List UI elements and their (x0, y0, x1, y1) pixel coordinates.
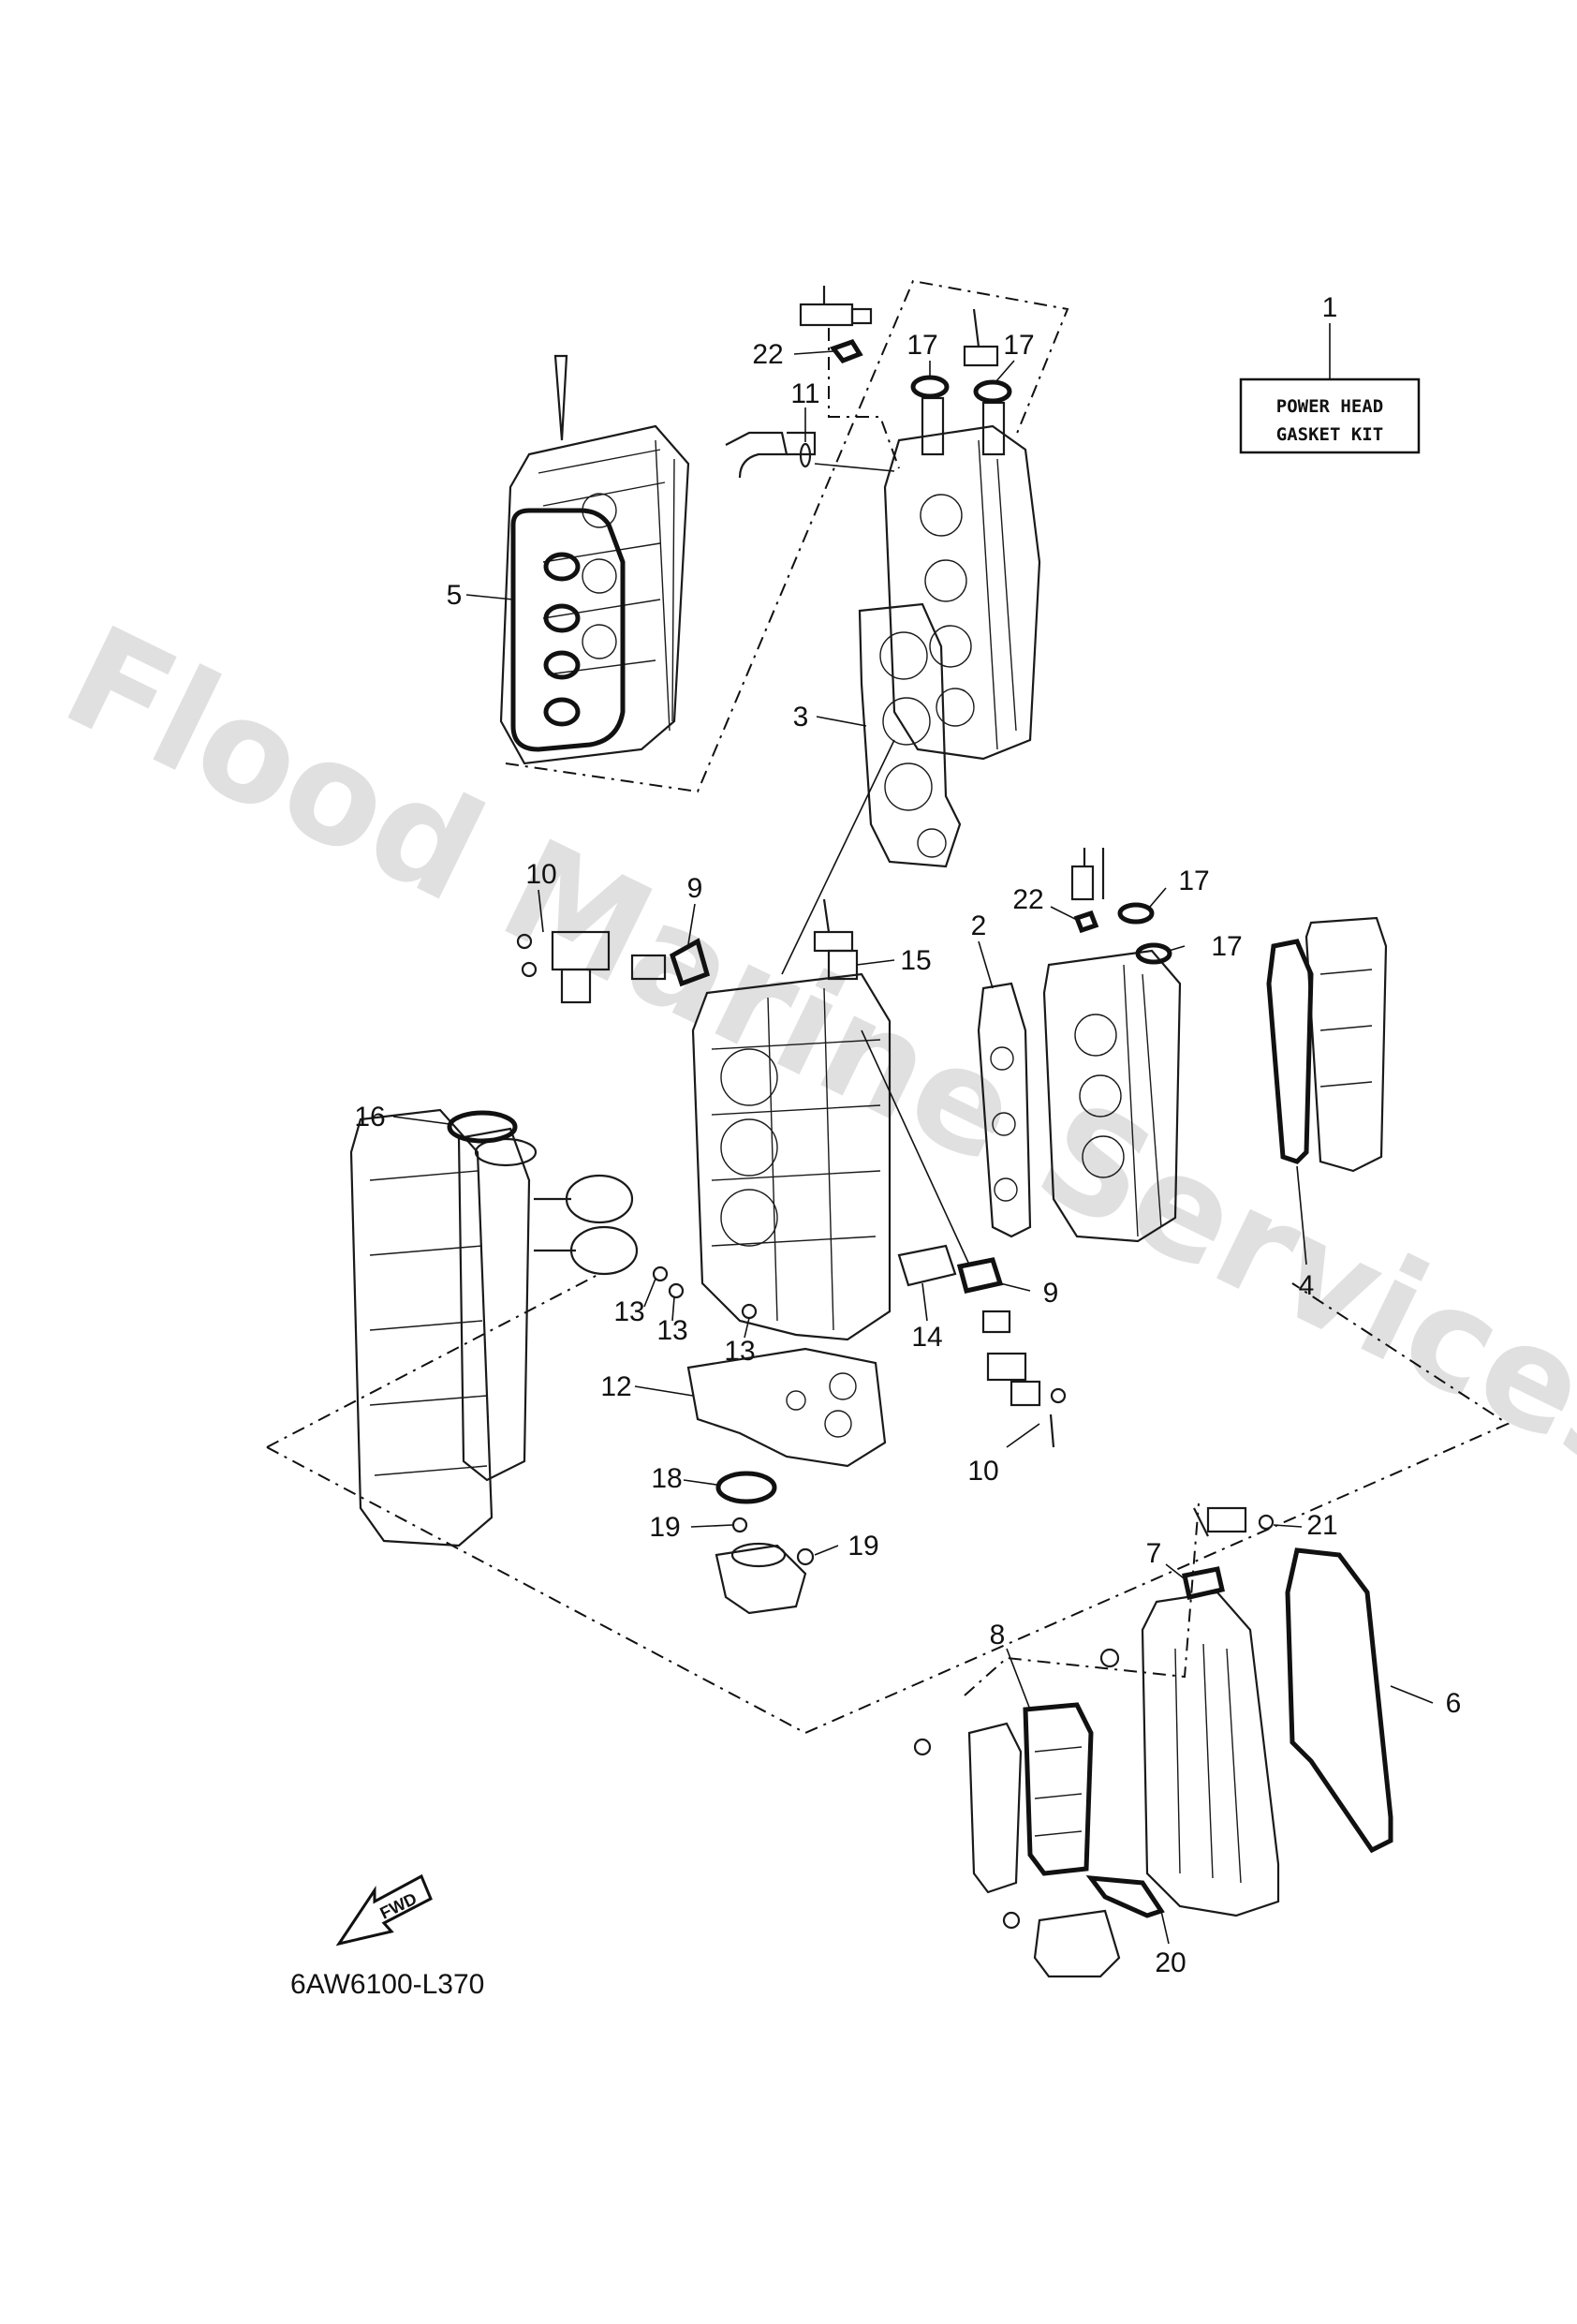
group-outlines (266, 279, 1511, 1735)
callout-1: 1 (1322, 292, 1338, 323)
callout-5: 5 (447, 580, 463, 611)
oil-seal-17b (973, 379, 1012, 404)
watermark: Flood Marine Services (41, 596, 1577, 1510)
cover-plate-8 (913, 1702, 1094, 1894)
cylinder-head-upper-left (499, 354, 690, 765)
gasket-14 (897, 1244, 957, 1287)
cam-cover-gasket-4 (1266, 939, 1314, 1164)
callout-16: 16 (354, 1102, 385, 1132)
callout-14: 14 (911, 1322, 942, 1353)
diagram-code: 6AW6100-L370 (290, 1969, 484, 2000)
callout-11: 11 (790, 378, 819, 409)
fitting-7 (1182, 1506, 1247, 1601)
crankshaft-pistons (457, 1127, 639, 1482)
callout-10b: 10 (967, 1456, 998, 1487)
oil-seal-17c (1117, 902, 1155, 925)
pump-20 (1002, 1875, 1165, 1978)
thermostat-assembly-top (516, 930, 711, 1004)
fwd-arrow: FWD (335, 1873, 433, 1947)
callout-12: 12 (600, 1371, 631, 1402)
callout-9b: 9 (1043, 1278, 1059, 1309)
head-gasket-2 (977, 982, 1032, 1238)
callout-15: 15 (900, 945, 931, 976)
o-rings-13 (652, 1266, 758, 1320)
head-gasket-3 (858, 602, 962, 868)
callout-10a: 10 (525, 859, 556, 890)
callout-17d: 17 (1211, 931, 1242, 962)
cam-cover-right (1304, 916, 1388, 1173)
valve-cover-gasket (510, 508, 626, 752)
gasket-kit-box: POWER HEAD GASKET KIT 1 (1239, 292, 1421, 454)
sensor-top-right (963, 308, 999, 367)
sensor-22-right (1070, 848, 1105, 934)
callout-17b: 17 (1003, 330, 1034, 361)
exhaust-cover-assembly (1099, 1591, 1280, 1917)
exhaust-gasket-6 (1285, 1547, 1393, 1854)
gasket-9-lower (956, 1257, 1004, 1294)
crankcase-left (349, 1108, 494, 1547)
o-ring-21 (1258, 1514, 1275, 1531)
cylinder-block (691, 972, 892, 1341)
cylinder-head-upper-right (883, 396, 1041, 761)
oil-seal-17a (910, 375, 950, 399)
base-gasket-12 (686, 1347, 887, 1468)
callout-6: 6 (1446, 1688, 1462, 1719)
callout-9a: 9 (687, 873, 703, 904)
callout-22b: 22 (1012, 884, 1043, 915)
sensor-22-top (799, 286, 900, 469)
oil-seal-16 (447, 1110, 518, 1144)
callout-22a: 22 (752, 339, 783, 370)
hose-11 (725, 431, 895, 479)
o-ring-18 (715, 1471, 777, 1504)
callout-8: 8 (990, 1620, 1006, 1650)
water-pump-19 (715, 1517, 815, 1615)
callout-21: 21 (1306, 1510, 1337, 1541)
callout-19a: 19 (649, 1512, 680, 1543)
callout-17c: 17 (1178, 866, 1209, 896)
callout-17a: 17 (906, 330, 937, 361)
callout-19b: 19 (847, 1531, 878, 1562)
callout-7: 7 (1146, 1538, 1162, 1569)
callout-13a: 13 (613, 1296, 644, 1327)
callout-18: 18 (651, 1463, 682, 1494)
callout-4: 4 (1299, 1270, 1315, 1301)
callout-20: 20 (1155, 1947, 1186, 1978)
thermostat-assembly-lower (981, 1310, 1067, 1448)
callout-3: 3 (793, 702, 809, 733)
oil-seal-17d (1135, 942, 1172, 965)
kit-label-line1: POWER HEAD (1276, 396, 1383, 417)
callout-13b: 13 (656, 1315, 687, 1346)
kit-label-line2: GASKET KIT (1276, 424, 1383, 445)
callout-2: 2 (971, 910, 987, 941)
